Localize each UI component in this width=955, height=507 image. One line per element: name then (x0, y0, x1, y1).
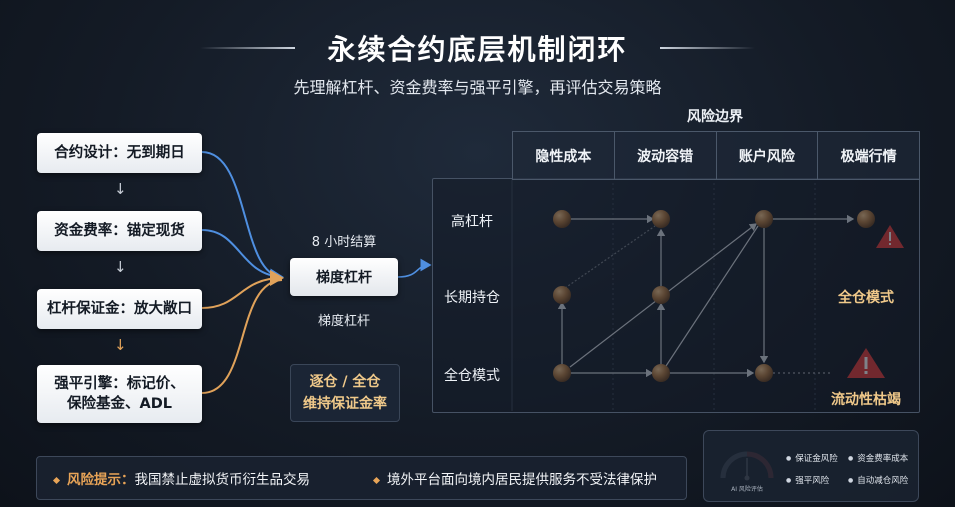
gold-connector-1 (201, 270, 284, 309)
title-line-right (660, 47, 755, 49)
step-contract-design: 合约设计：无到期日 (37, 133, 202, 173)
risk-warning-bar (36, 456, 687, 500)
risk-warning-label: 风险提示： (67, 472, 135, 488)
legend-adl-risk: 自动减仓风险 (848, 474, 908, 486)
arrow-down-icon: ↓ (114, 180, 127, 198)
row-full-margin: 全仓模式 (444, 368, 500, 384)
gauge-caption: AI 风险评估 (731, 486, 763, 493)
margin-mode-line1: 逐仓 / 全仓 (309, 374, 381, 390)
row-long-position: 长期持仓 (444, 290, 500, 306)
tiered-leverage-box: 梯度杠杆 (290, 258, 398, 296)
col-hidden-cost: 隐性成本 (513, 132, 615, 179)
title-line-left (200, 47, 295, 49)
arrow-down-icon: ↓ (114, 258, 127, 276)
margin-mode-box: 逐仓 / 全仓 维持保证金率 (290, 364, 400, 422)
risk-warning-text: 风险提示：我国禁止虚拟货币衍生品交易 (52, 468, 311, 488)
step-liquidation-engine: 强平引擎：标记价、 保险基金、ADL (37, 365, 202, 423)
blue-connector-1 (201, 151, 284, 285)
margin-mode-line2: 维持保证金率 (303, 396, 387, 412)
risk-warning-body: 我国禁止虚拟货币衍生品交易 (134, 472, 311, 488)
page-subtitle: 先理解杠杆、资金费率与强平引擎，再评估交易策略 (293, 78, 662, 97)
risk-matrix-header: 隐性成本 波动容错 账户风险 极端行情 (512, 131, 920, 180)
cell-liquidity-drought: 流动性枯竭 (831, 392, 901, 408)
legend-liquidation-risk: 强平风险 (786, 474, 829, 486)
row-high-leverage: 高杠杆 (451, 214, 493, 230)
legal-note-text: 境外平台面向境内居民提供服务不受法律保护 (372, 468, 657, 488)
risk-matrix-panel (432, 178, 920, 413)
gold-connector-2 (201, 279, 283, 394)
legend-margin-risk: 保证金风险 (786, 452, 838, 464)
col-volatility-tolerance: 波动容错 (615, 132, 717, 179)
step-liquidation-line2: 保险基金、ADL (67, 396, 172, 412)
tiered-leverage-caption: 梯度杠杆 (317, 314, 370, 329)
legal-note-body: 境外平台面向境内居民提供服务不受法律保护 (387, 472, 657, 488)
cell-full-margin-mode: 全仓模式 (838, 290, 894, 306)
diamond-bullet-icon (52, 476, 61, 484)
diamond-bullet-icon (372, 476, 381, 484)
blue-connector-2 (201, 229, 283, 278)
col-account-risk: 账户风险 (717, 132, 819, 179)
center-to-grid (397, 258, 432, 278)
legend-funding-cost: 资金费率成本 (848, 452, 908, 464)
risk-legend-box (703, 430, 919, 502)
page-title: 永续合约底层机制闭环 (327, 33, 628, 66)
risk-boundary-title: 风险边界 (687, 109, 743, 125)
step-funding-rate: 资金费率：锚定现货 (37, 211, 202, 251)
arrow-down-icon: ↓ (114, 336, 127, 354)
step-liquidation-line1: 强平引擎：标记价、 (54, 376, 185, 392)
step-leverage-margin: 杠杆保证金：放大敞口 (37, 289, 202, 329)
col-extreme-market: 极端行情 (840, 148, 897, 165)
settlement-label: 8 小时结算 (311, 235, 377, 250)
